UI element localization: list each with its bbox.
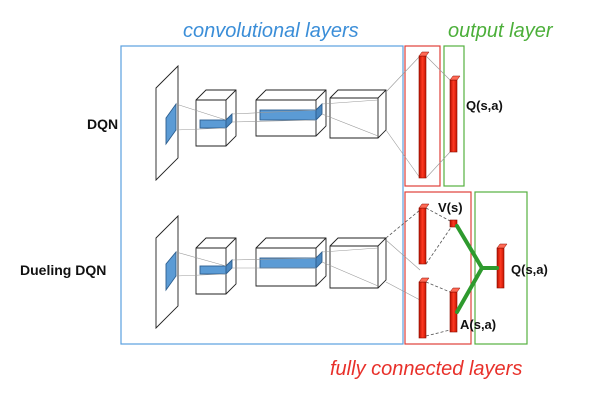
q-value-label-top: Q(s,a) xyxy=(466,98,503,113)
output-layer-box-top xyxy=(443,45,465,187)
dqn-fc-bars xyxy=(418,51,461,179)
value-label: V(s) xyxy=(438,200,463,215)
conv-layers-label: convolutional layers xyxy=(183,20,359,42)
output-layer-box-bottom xyxy=(474,191,528,345)
q-value-label-bottom: Q(s,a) xyxy=(511,262,548,277)
fc-layers-label: fully connected layers xyxy=(330,358,523,380)
dqn-label: DQN xyxy=(87,116,119,132)
dueling-dqn-label: Dueling DQN xyxy=(20,262,107,278)
fc-layers-box-top xyxy=(404,45,441,187)
aggregation-merge xyxy=(455,224,499,314)
dqn-network xyxy=(155,55,451,182)
dueling-fc-bars xyxy=(418,203,508,339)
advantage-label: A(s,a) xyxy=(460,317,497,332)
fc-layers-box-bottom xyxy=(404,191,472,345)
conv-layers-box xyxy=(120,45,404,345)
dueling-dqn-network xyxy=(155,207,453,337)
output-layer-label: output layer xyxy=(448,20,553,42)
